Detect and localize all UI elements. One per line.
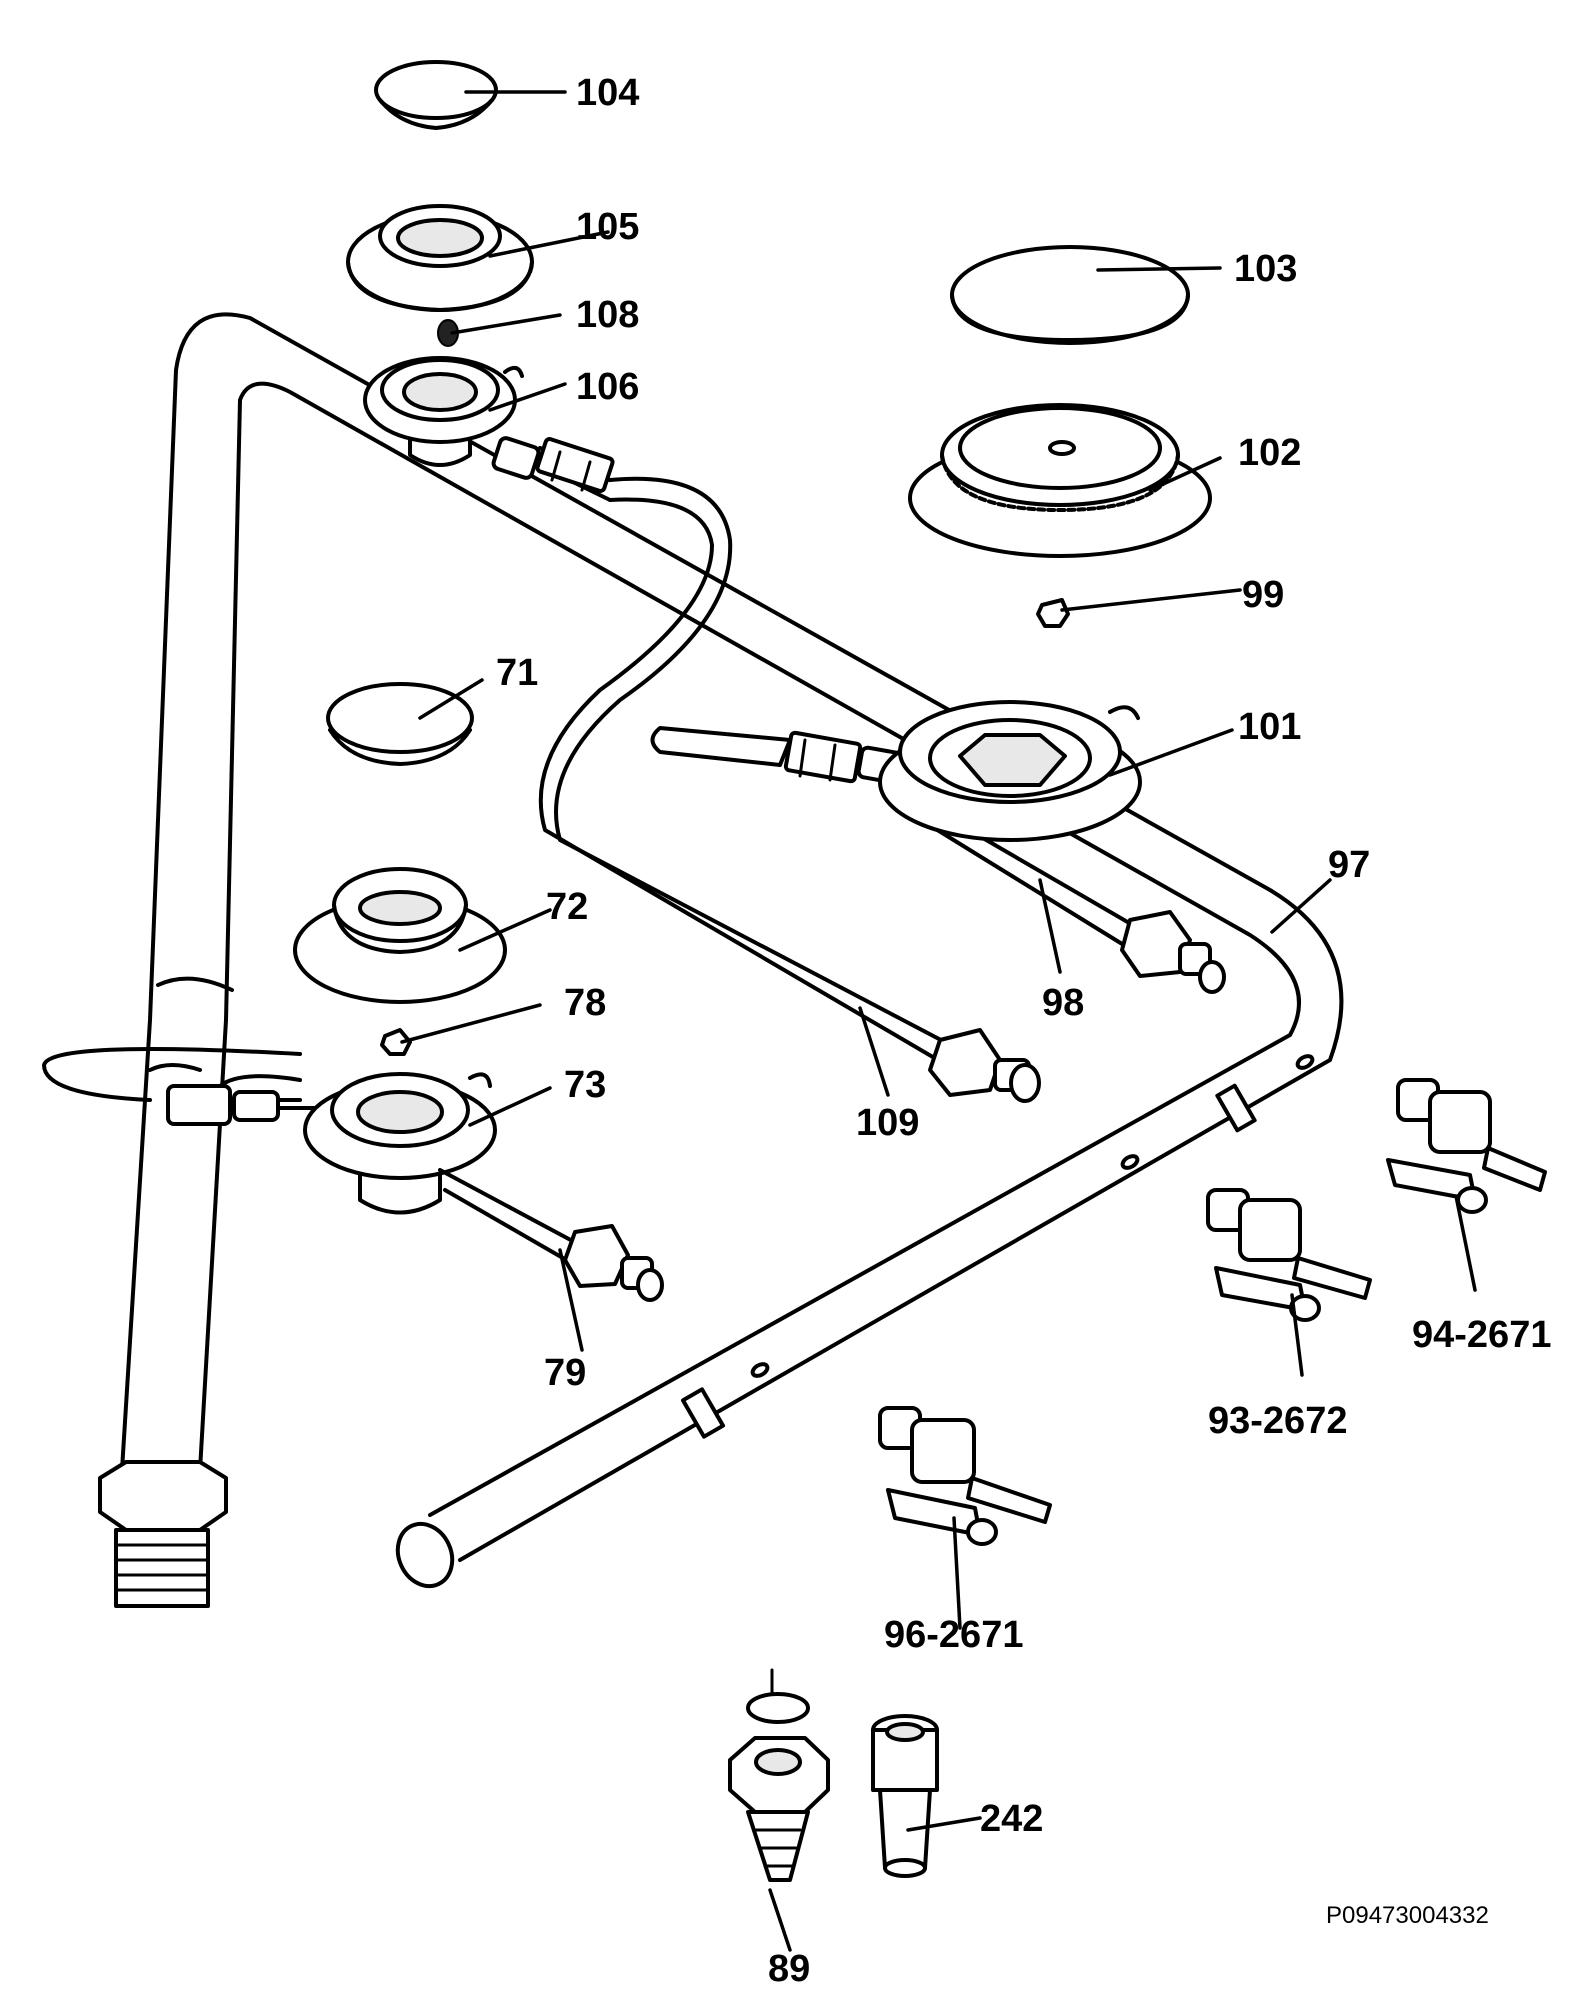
gas-tap-96 (878, 1406, 1052, 1546)
tube-98 (898, 788, 1226, 994)
label-71: 71 (496, 652, 539, 694)
burner-72 (293, 867, 507, 1004)
burner-106-fitting (491, 436, 615, 502)
label-109: 109 (856, 1102, 920, 1144)
injector-99 (1036, 598, 1070, 628)
inlet-fitting (98, 1460, 228, 1608)
label-99: 99 (1242, 574, 1285, 616)
label-242: 242 (980, 1798, 1044, 1840)
reference-code: P09473004332 (1326, 1902, 1489, 1929)
gas-tap-93 (1206, 1188, 1372, 1322)
fitting-242 (871, 1714, 939, 1878)
leader-lines (400, 90, 1477, 1952)
burner-101-fitting (650, 726, 904, 785)
tube-109 (538, 476, 1041, 1103)
label-102: 102 (1238, 432, 1302, 474)
tube-79-end (438, 1168, 664, 1302)
label-103: 103 (1234, 248, 1298, 290)
label-101: 101 (1238, 706, 1302, 748)
label-73: 73 (564, 1064, 607, 1106)
cap-71 (326, 682, 474, 766)
burner-102 (908, 403, 1212, 558)
label-79: 79 (544, 1352, 587, 1394)
label-94-2671: 94-2671 (1412, 1314, 1552, 1356)
label-89: 89 (768, 1948, 811, 1990)
cap-103 (950, 245, 1190, 345)
label-106: 106 (576, 366, 640, 408)
label-93-2672: 93-2672 (1208, 1400, 1348, 1442)
label-72: 72 (546, 886, 589, 928)
label-97: 97 (1328, 844, 1371, 886)
burner-106 (363, 356, 524, 467)
label-98: 98 (1042, 982, 1085, 1024)
gas-tap-94 (1386, 1078, 1547, 1214)
burner-73 (303, 1072, 497, 1215)
burner-101 (878, 700, 1142, 842)
cap-104 (374, 60, 498, 130)
label-78: 78 (564, 982, 607, 1024)
label-105: 105 (576, 206, 640, 248)
burner-105 (346, 204, 534, 312)
fitting-89 (728, 1668, 830, 1882)
gas-rail-pipe (120, 312, 1344, 1589)
label-108: 108 (576, 294, 640, 336)
label-96-2671: 96-2671 (884, 1614, 1024, 1656)
injector-78 (380, 1028, 412, 1056)
label-104: 104 (576, 72, 640, 114)
left-feed-tube (42, 1046, 322, 1126)
